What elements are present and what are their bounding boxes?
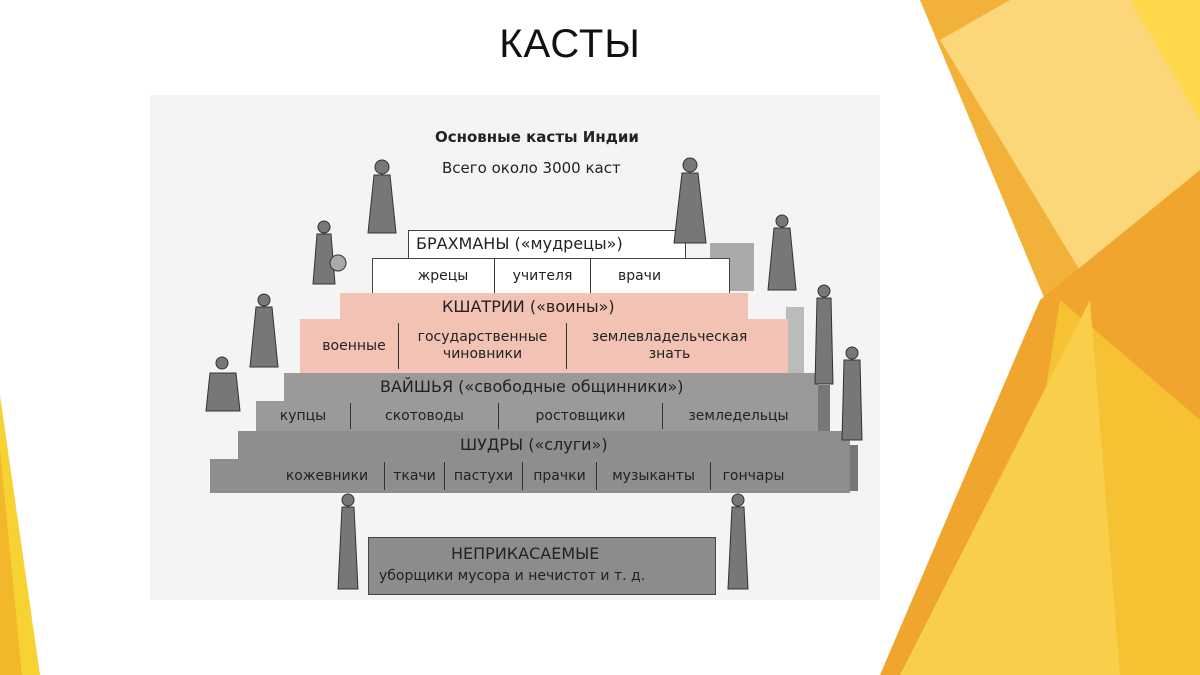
caste-name-untouchables: НЕПРИКАСАЕМЫЕ [451, 544, 600, 563]
diagram-subtitle: Всего около 3000 каст [442, 159, 621, 177]
caste-diagram: Основные касты Индии Всего около 3000 ка… [150, 95, 880, 600]
group-weavers: ткачи [384, 462, 444, 490]
group-washers: прачки [522, 462, 596, 490]
group-shepherds: пастухи [444, 462, 522, 490]
group-doctors: врачи [590, 259, 688, 293]
group-musicians: музыканты [596, 462, 710, 490]
caste-name-kshatriyas: КШАТРИИ («воины») [442, 297, 615, 316]
group-tanners: кожевники [285, 467, 369, 484]
group-teachers: учителя [494, 259, 590, 293]
group-farmers: земледельцы [662, 403, 814, 429]
tier-brahmins: БРАХМАНЫ («мудрецы») жрецы учителя врачи [372, 230, 760, 294]
untouchables-groups: уборщики мусора и нечистот и т. д. [379, 568, 646, 584]
tier-vaishyas: ВАЙШЬЯ («свободные общинники») купцы ско… [256, 373, 826, 431]
tier-shudras: ШУДРЫ («слуги») кожевники ткачи пастухи … [210, 431, 850, 493]
diagram-title: Основные касты Индии [435, 128, 639, 146]
tier-untouchables: НЕПРИКАСАЕМЫЕ уборщики мусора и нечистот… [368, 537, 716, 595]
group-officials: государственные чиновники [398, 323, 566, 369]
caste-name-vaishyas: ВАЙШЬЯ («свободные общинники») [380, 377, 684, 396]
group-moneylenders: ростовщики [498, 403, 662, 429]
group-military: военные [322, 337, 386, 354]
caste-name-shudras: ШУДРЫ («слуги») [460, 435, 608, 454]
figure-illustrations [205, 157, 863, 590]
tier-kshatriyas: КШАТРИИ («воины») военные государственны… [300, 293, 800, 373]
group-nobility: землевладельческая знать [566, 323, 772, 369]
slide-title: КАСТЫ [499, 22, 641, 66]
caste-name-brahmins: БРАХМАНЫ («мудрецы») [416, 234, 623, 253]
group-herders: скотоводы [350, 403, 498, 429]
group-merchants: купцы [279, 407, 327, 424]
group-priests: жрецы [417, 267, 469, 284]
group-potters: гончары [710, 462, 796, 490]
